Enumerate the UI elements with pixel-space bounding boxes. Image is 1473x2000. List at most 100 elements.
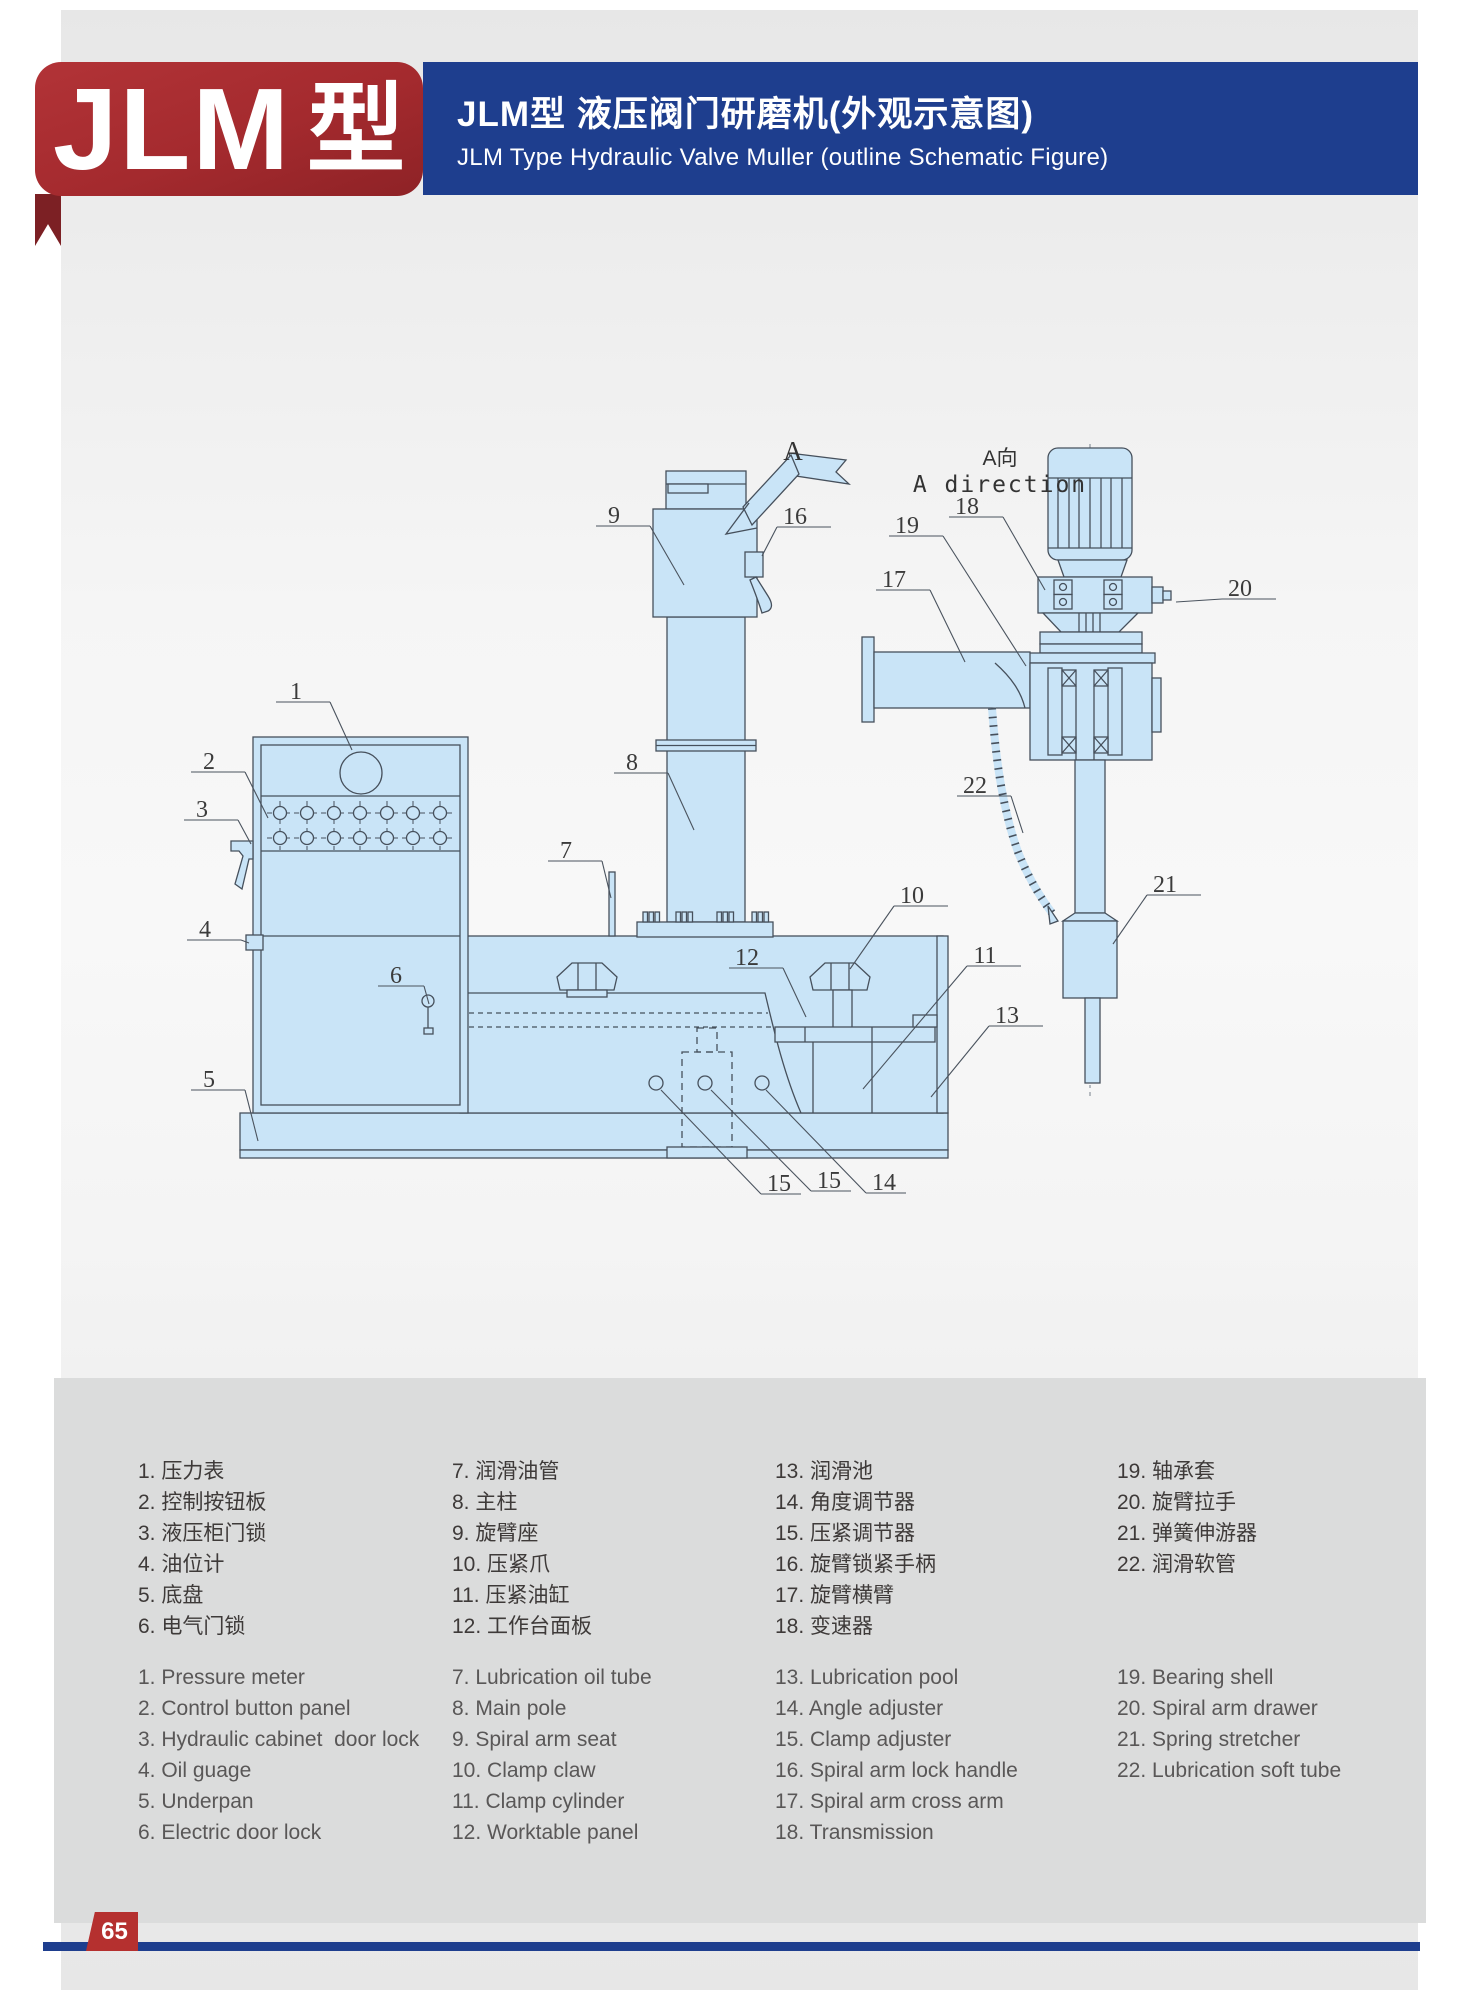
callout-leader bbox=[930, 1025, 990, 1098]
callout-19: 19 bbox=[895, 513, 919, 539]
lubrication-oil-tube bbox=[608, 871, 616, 937]
callout-leader bbox=[862, 965, 968, 1090]
legend-item: 14. 角度调节器 bbox=[775, 1491, 916, 1514]
callout-leader bbox=[667, 772, 695, 831]
callout-9: 9 bbox=[608, 503, 620, 529]
hydraulic-cabinet bbox=[230, 736, 469, 1114]
worktable bbox=[459, 935, 949, 1159]
legend-item: 16. 旋臂锁紧手柄 bbox=[775, 1553, 937, 1576]
clamp-cylinder-hidden bbox=[666, 1027, 748, 1159]
legend-item: 12. 工作台面板 bbox=[452, 1615, 593, 1638]
callout-leader bbox=[1010, 795, 1024, 834]
callout-14: 14 bbox=[872, 1170, 896, 1196]
callout-12: 12 bbox=[735, 945, 759, 971]
cabinet-door-lock bbox=[230, 840, 254, 891]
legend-item: 4. Oil guage bbox=[138, 1759, 252, 1782]
callout-leader bbox=[761, 526, 778, 557]
legend-item: 7. 润滑油管 bbox=[452, 1460, 560, 1483]
callout-leader bbox=[660, 1089, 762, 1195]
control-button-panel bbox=[267, 801, 454, 850]
model-badge: JLM 型 bbox=[35, 62, 423, 196]
callout-6: 6 bbox=[390, 963, 402, 989]
legend-item: 7. Lubrication oil tube bbox=[452, 1666, 652, 1689]
callout-7: 7 bbox=[560, 838, 572, 864]
callout-leader bbox=[710, 1089, 812, 1192]
main-pole bbox=[636, 616, 774, 938]
callout-leader bbox=[240, 939, 250, 944]
transmission-motor bbox=[1037, 447, 1172, 654]
legend-item: 2. 控制按钮板 bbox=[138, 1491, 267, 1514]
legend-item: 21. Spring stretcher bbox=[1117, 1728, 1301, 1751]
legend-item: 1. Pressure meter bbox=[138, 1666, 305, 1689]
legend-item: 12. Worktable panel bbox=[452, 1821, 639, 1844]
bearing-symbols bbox=[1061, 669, 1109, 754]
view-a-arrow bbox=[724, 452, 851, 535]
page-title-en: JLM Type Hydraulic Valve Muller (outline… bbox=[457, 143, 1109, 171]
callout-21: 21 bbox=[1153, 872, 1177, 898]
legend-item: 5. 底盘 bbox=[138, 1584, 204, 1607]
callout-leader bbox=[237, 819, 252, 845]
callout-leader bbox=[423, 985, 430, 1005]
page-number: 65 bbox=[101, 1917, 128, 1945]
legend-item: 21. 弹簧伸游器 bbox=[1117, 1522, 1258, 1545]
callout-leader bbox=[942, 535, 1027, 667]
callout-leader bbox=[849, 905, 895, 970]
a-direction-view bbox=[861, 444, 1172, 1096]
callout-leader bbox=[601, 860, 612, 899]
legend-item: 3. 液压柜门锁 bbox=[138, 1522, 267, 1545]
callout-10: 10 bbox=[900, 883, 924, 909]
callout-leader bbox=[765, 1089, 867, 1194]
model-badge-suffix: 型 bbox=[306, 74, 405, 184]
clamp-claw bbox=[809, 962, 871, 1036]
legend-item: 4. 油位计 bbox=[138, 1553, 225, 1576]
legend-item: 22. Lubrication soft tube bbox=[1117, 1759, 1342, 1782]
spiral-arm-drawer-knob bbox=[1151, 586, 1164, 604]
base-bolts bbox=[642, 911, 770, 923]
legend-item: 11. 压紧油缸 bbox=[452, 1584, 570, 1607]
callout-leader bbox=[649, 525, 685, 586]
legend-item: 15. 压紧调节器 bbox=[775, 1522, 916, 1545]
legend-column-cn: 1. 压力表 2. 控制按钮板 3. 液压柜门锁 4. 油位计 5. 底盘 6. 电气门锁 bbox=[138, 1456, 450, 1642]
legend-item: 17. Spiral arm cross arm bbox=[775, 1790, 1004, 1813]
callout-leader bbox=[929, 589, 966, 663]
view-label: A direction bbox=[913, 472, 1087, 498]
legend-column-en: 1. Pressure meter 2. Control button panel… bbox=[138, 1662, 450, 1848]
spindle-and-spring-stretcher bbox=[1060, 759, 1120, 1084]
callout-15: 15 bbox=[817, 1168, 841, 1194]
page-number-badge: 65 bbox=[86, 1912, 138, 1951]
callout-18: 18 bbox=[955, 494, 979, 520]
title-banner: JLM型 液压阀门研磨机(外观示意图) JLM Type Hydraulic V… bbox=[423, 62, 1418, 195]
spiral-arm-seat bbox=[652, 470, 773, 618]
callout-15: 15 bbox=[767, 1171, 791, 1197]
callout-leader bbox=[1002, 516, 1046, 591]
legend-item: 9. Spiral arm seat bbox=[452, 1728, 617, 1751]
legend-item: 9. 旋臂座 bbox=[452, 1522, 539, 1545]
legend-item: 6. 电气门锁 bbox=[138, 1615, 246, 1638]
spiral-arm-lock-handle bbox=[744, 551, 764, 578]
legend-item: 2. Control button panel bbox=[138, 1697, 351, 1720]
callout-4: 4 bbox=[199, 917, 211, 943]
legend-item: 10. 压紧爪 bbox=[452, 1553, 551, 1576]
legend-item: 22. 润滑软管 bbox=[1117, 1553, 1237, 1576]
legend-item: 1. 压力表 bbox=[138, 1460, 225, 1483]
legend-item: 20. 旋臂拉手 bbox=[1117, 1491, 1237, 1514]
spiral-arm-assembly bbox=[861, 636, 1162, 761]
legend-item: 20. Spiral arm drawer bbox=[1117, 1697, 1318, 1720]
spiral-arm-cross-arm bbox=[873, 651, 1031, 709]
legend-item: 16. Spiral arm lock handle bbox=[775, 1759, 1018, 1782]
callout-20: 20 bbox=[1228, 576, 1252, 602]
callout-8: 8 bbox=[626, 750, 638, 776]
callout-11: 11 bbox=[973, 943, 996, 969]
oil-gauge bbox=[245, 934, 264, 951]
callout-13: 13 bbox=[995, 1003, 1019, 1029]
parts-legend: 1. 压力表 2. 控制按钮板 3. 液压柜门锁 4. 油位计 5. 底盘 6. 电气门锁… bbox=[54, 1378, 1426, 1923]
